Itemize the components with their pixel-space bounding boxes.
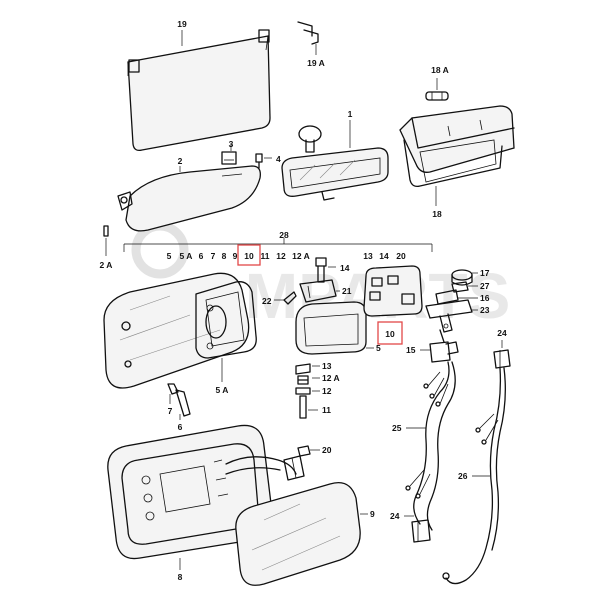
- label-6: 6: [178, 422, 183, 432]
- row-label-20: 20: [396, 251, 406, 261]
- row-label-14: 14: [379, 251, 389, 261]
- sun-visor-2: [103, 165, 261, 256]
- bracket-21: [299, 279, 340, 303]
- label-12a: 12 A: [322, 373, 340, 383]
- switch-panel-10: [363, 265, 423, 345]
- label-5: 5: [376, 343, 381, 353]
- screw-6-7: [167, 383, 191, 420]
- row-label-6: 6: [199, 251, 204, 261]
- interior-lamp-18: [399, 105, 515, 206]
- mirror-housing-5: [295, 301, 374, 355]
- rear-view-mirror-1: [281, 120, 389, 201]
- label-7: 7: [168, 406, 173, 416]
- hook-19a: [297, 21, 319, 55]
- label-13: 13: [322, 361, 332, 371]
- clip-16: [435, 289, 478, 305]
- row-label-12: 12: [276, 251, 286, 261]
- watermark-gear-icon: [131, 221, 189, 279]
- label-22: 22: [262, 296, 272, 306]
- label-11: 11: [322, 405, 331, 415]
- wiring-harness-26: [442, 367, 506, 585]
- mirror-housing-8: [107, 424, 305, 570]
- label-24-upper: 24: [497, 328, 507, 338]
- label-28: 28: [279, 230, 289, 240]
- row-label-11: 11: [261, 251, 270, 261]
- label-1: 1: [348, 109, 353, 119]
- knob-17: [451, 269, 478, 286]
- sun-visor-19: [127, 29, 271, 152]
- mirror-glass-left: [103, 272, 250, 389]
- label-23: 23: [480, 305, 490, 315]
- label-27: 27: [480, 281, 490, 291]
- connector-24-lower: [404, 515, 431, 543]
- label-25: 25: [392, 423, 402, 433]
- label-12: 12: [322, 386, 332, 396]
- label-19a: 19 A: [307, 58, 325, 68]
- connector-24-upper: [493, 340, 511, 369]
- mirror-base-5a: [195, 281, 257, 382]
- label-16: 16: [480, 293, 490, 303]
- label-19: 19: [177, 19, 187, 29]
- spring-13-12a-12: [295, 363, 320, 419]
- label-18a: 18 A: [431, 65, 449, 75]
- clip-20: [297, 445, 320, 457]
- label-3: 3: [229, 139, 234, 149]
- pin-22: [274, 291, 297, 305]
- label-2: 2: [178, 156, 183, 166]
- clip-3: [221, 144, 237, 165]
- label-2a: 2 A: [100, 260, 113, 270]
- label-8: 8: [178, 572, 183, 582]
- label-21: 21: [342, 286, 352, 296]
- wiring-harness-25: [405, 361, 456, 531]
- bracket-line-28: [123, 238, 433, 252]
- row-label-10: 10: [244, 251, 254, 261]
- label-10-lower: 10: [385, 329, 395, 339]
- callout-labels: 19 19 A 18 A 1 3 2 4 18 28 2 A 5 5 A 6 7…: [100, 19, 507, 582]
- row-label-5: 5: [167, 251, 172, 261]
- label-17: 17: [480, 268, 490, 278]
- label-18: 18: [432, 209, 442, 219]
- screw-4: [255, 153, 272, 169]
- bulb-18a: [425, 78, 449, 101]
- knob-27: [451, 281, 478, 293]
- row-label-12a: 12 A: [292, 251, 310, 261]
- label-26: 26: [458, 471, 468, 481]
- bracket-23: [425, 299, 478, 333]
- label-24-lower: 24: [390, 511, 400, 521]
- row-label-9: 9: [233, 251, 238, 261]
- highlight-box-10-lower: [377, 321, 403, 345]
- motor-15: [420, 329, 459, 363]
- label-14: 14: [340, 263, 350, 273]
- label-9: 9: [370, 509, 375, 519]
- highlight-box-10: [237, 244, 261, 266]
- label-20: 20: [322, 445, 332, 455]
- mirror-glass-9: [235, 481, 368, 586]
- label-4: 4: [276, 154, 281, 164]
- row-label-8: 8: [222, 251, 227, 261]
- label-5a: 5 A: [216, 385, 229, 395]
- row-label-13: 13: [363, 251, 373, 261]
- label-15: 15: [406, 345, 416, 355]
- row-label-7: 7: [211, 251, 216, 261]
- row-label-5a: 5 A: [180, 251, 193, 261]
